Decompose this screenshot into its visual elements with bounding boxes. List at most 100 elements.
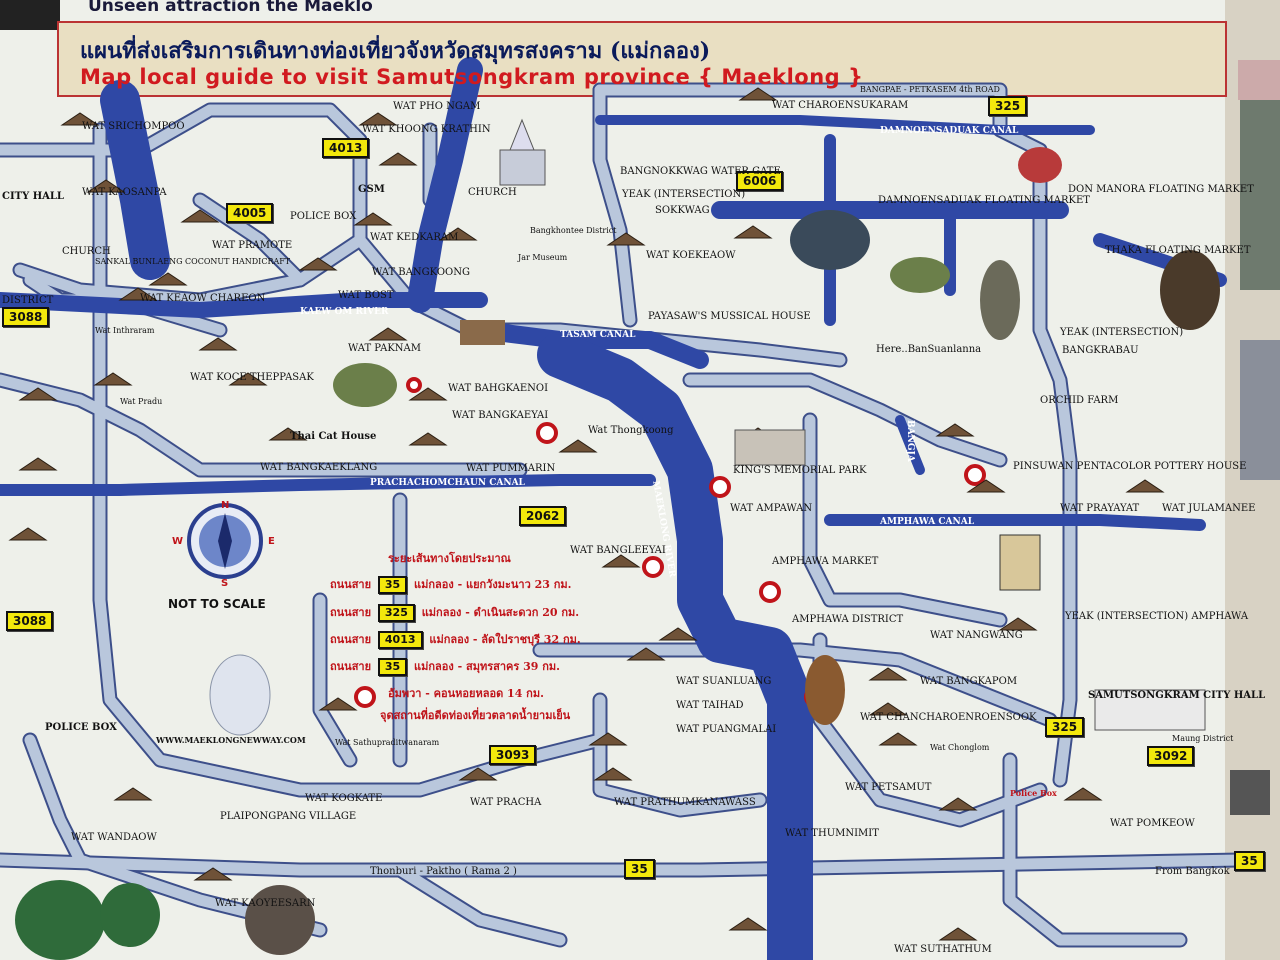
train-picture bbox=[1230, 770, 1270, 815]
legend-route-shield: 35 bbox=[377, 658, 408, 676]
legend-road-label: ถนนสาย bbox=[330, 578, 372, 591]
canal-label: PRACHACHOMCHAUN CANAL bbox=[370, 478, 525, 488]
temple-label: WAT PRATHUMKANAWASS bbox=[614, 797, 756, 808]
place-label: CITY HALL bbox=[2, 191, 64, 202]
canal-label: AMPHAWA CANAL bbox=[880, 517, 975, 527]
place-label: Thai Cat House bbox=[290, 431, 377, 442]
temple-label: WAT BANGKOONG bbox=[372, 267, 470, 278]
place-label: PINSUWAN PENTACOLOR POTTERY HOUSE bbox=[1013, 461, 1247, 472]
compass-west: W bbox=[172, 536, 184, 547]
cyclists-picture-2 bbox=[333, 363, 397, 407]
legend-heading: ระยะเส้นทางโดยประมาณ bbox=[388, 552, 511, 565]
temple-label: WAT THUMNIMIT bbox=[785, 828, 879, 839]
place-label: From Bangkok bbox=[1155, 866, 1230, 877]
legend-extra: อัมพวา - คอนหอยหลอด 14 กม. bbox=[388, 687, 544, 700]
canal-label: BANGJA bbox=[905, 420, 915, 462]
right-photo-3 bbox=[1240, 340, 1280, 480]
temple-label: WAT KAOSANPA bbox=[82, 187, 167, 198]
route-shield: 3088 bbox=[6, 611, 54, 631]
website-label: WWW.MAEKLONGNEWWAY.COM bbox=[156, 735, 306, 745]
place-label: ORCHID FARM bbox=[1040, 395, 1119, 406]
place-label: CHURCH bbox=[468, 187, 517, 198]
top-banner-text: Unseen attraction the Maeklo bbox=[88, 0, 373, 16]
illustrations bbox=[209, 118, 1270, 815]
legend-distance-text: แม่กลอง - สมุทรสาคร 39 กม. bbox=[414, 660, 560, 673]
temple-label: WAT POMKEOW bbox=[1110, 818, 1195, 829]
temple-label: WAT BAHGKAENOI bbox=[448, 383, 549, 394]
place-label: SAMUTSONGKRAM CITY HALL bbox=[1088, 690, 1266, 701]
place-label: POLICE BOX bbox=[45, 722, 117, 733]
temple-label: WAT PUMMARIN bbox=[466, 463, 556, 474]
compass-south: S bbox=[221, 578, 229, 589]
temple-label: WAT PAKNAM bbox=[348, 343, 422, 354]
temple-label: WAT PETSAMUT bbox=[845, 782, 932, 793]
place-label: Police Box bbox=[1010, 788, 1057, 798]
temple-label: Wat Chonglom bbox=[930, 743, 990, 752]
place-label: DAMNOENSADUAK FLOATING MARKET bbox=[878, 195, 1090, 206]
temple-label: Wat Sathupraditwanaram bbox=[335, 738, 440, 747]
motorbike-picture bbox=[1018, 147, 1062, 183]
route-shield: 35 bbox=[624, 859, 655, 879]
temple-label: WAT NANGWANG bbox=[930, 630, 1023, 641]
legend-route-shield: 4013 bbox=[377, 631, 423, 649]
route-shield: 3093 bbox=[489, 745, 537, 765]
place-label: Maung District bbox=[1172, 734, 1234, 743]
place-label: POLICE BOX bbox=[290, 211, 357, 222]
legend-road-label: ถนนสาย bbox=[330, 633, 372, 646]
route-shield: 4005 bbox=[226, 203, 274, 223]
map-title-english: Map local guide to visit Samutsongkram p… bbox=[80, 65, 864, 89]
temple-label: WAT BANGLEEYAI bbox=[570, 545, 666, 556]
legend-distance-text: แม่กลอง - ดำเนินสะดวก 20 กม. bbox=[421, 606, 580, 619]
temple-label: Wat Inthraram bbox=[95, 326, 155, 335]
place-label: AMPHAWA DISTRICT bbox=[792, 614, 904, 625]
temple-label: Wat Thongkoong bbox=[588, 425, 674, 436]
place-label: Thonburi - Paktho ( Rama 2 ) bbox=[370, 866, 517, 877]
temple-label: WAT AMPAWAN bbox=[730, 503, 813, 514]
place-label: KING'S MEMORIAL PARK bbox=[733, 465, 867, 476]
temple-icons bbox=[8, 87, 1165, 941]
boat-picture bbox=[460, 320, 505, 345]
temple-label: WAT PRACHA bbox=[470, 797, 542, 808]
temple-label: WAT PUANGMALAI bbox=[676, 724, 777, 735]
route-shield: 3088 bbox=[2, 307, 50, 327]
place-label: YEAK (INTERSECTION) bbox=[1060, 327, 1184, 338]
waterways bbox=[0, 57, 1227, 960]
city-hall-picture bbox=[1094, 689, 1206, 731]
not-to-scale-label: NOT TO SCALE bbox=[168, 597, 266, 611]
legend-route-shield: 325 bbox=[377, 604, 415, 622]
temple-label: Wat Pradu bbox=[120, 397, 163, 406]
temple-label: WAT KEDKARAM bbox=[370, 232, 459, 243]
place-label: BANGNOKKWAG WATER GATE bbox=[620, 166, 781, 177]
legend-note: จุดสถานที่อดีดท่องเที่ยวตลาดน้ำยามเย็น bbox=[380, 709, 571, 722]
temple-label: WAT BANGKAPOM bbox=[920, 676, 1018, 687]
place-label: Bangkhontee District bbox=[530, 226, 617, 235]
place-label: AMPHAWA MARKET bbox=[772, 556, 879, 567]
place-label: YEAK (INTERSECTION) AMPHAWA bbox=[1065, 611, 1249, 622]
temple-label: WAT KAOYEESARN bbox=[215, 898, 316, 909]
route-shield: 35 bbox=[1234, 851, 1265, 871]
route-shield: 325 bbox=[988, 96, 1028, 116]
route-shield: 3092 bbox=[1147, 746, 1195, 766]
river-label: KAEW OM RIVER bbox=[300, 307, 389, 317]
kings-memorial-picture bbox=[734, 429, 806, 466]
temple-label: WAT KOEKEAOW bbox=[646, 250, 736, 261]
temple-label: WAT WANDAOW bbox=[71, 832, 157, 843]
legend-distance-text: แม่กลอง - ลัดใปราชบุรี 32 กม. bbox=[429, 633, 581, 646]
place-label: BANGKRABAU bbox=[1062, 345, 1139, 356]
route-shield: 4013 bbox=[322, 138, 370, 158]
temple-label: WAT BANGKAEKLANG bbox=[260, 462, 378, 473]
temple-label: WAT KOGKATE bbox=[305, 793, 383, 804]
buddha-picture bbox=[805, 655, 845, 725]
temple-label: WAT SUANLUANG bbox=[676, 676, 772, 687]
place-label: DISTRICT bbox=[2, 295, 54, 306]
legend-row: ถนนสาย 35 แม่กลอง - แยกวังมะนาว 23 กม. bbox=[330, 575, 571, 594]
temple-label: WAT SUTHATHUM bbox=[894, 944, 992, 955]
temple-label: WAT TAIHAD bbox=[676, 700, 744, 711]
place-label: PAYASAW'S MUSSICAL HOUSE bbox=[648, 311, 811, 322]
compass-north: N bbox=[221, 500, 230, 511]
corner-dark bbox=[0, 0, 60, 30]
church-picture bbox=[499, 149, 546, 186]
right-photo-1 bbox=[1238, 60, 1280, 100]
right-photo-2 bbox=[1240, 100, 1280, 290]
